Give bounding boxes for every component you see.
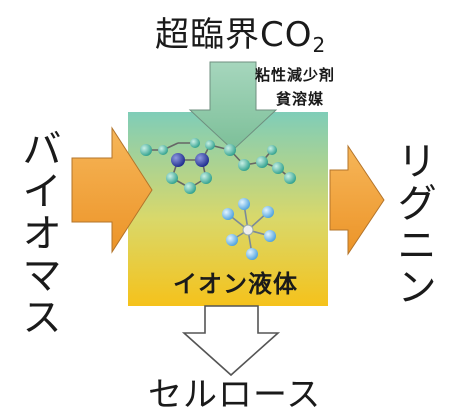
biomass-input-arrow	[71, 126, 153, 254]
ionic-liquid-label: イオン液体	[173, 270, 298, 298]
cellulose-output-arrow	[181, 305, 281, 377]
supercritical-co2-label: 超臨界CO2	[155, 15, 327, 57]
cellulose-label: セルロース	[148, 375, 322, 415]
biomass-label: バイオマス	[15, 128, 61, 338]
cation-molecule-atoms	[140, 138, 296, 194]
viscosity-reducer-label: 粘性減少剤	[255, 66, 336, 84]
poor-solvent-label: 貧溶媒	[276, 90, 325, 108]
anion-molecule-atoms	[222, 198, 276, 260]
lignin-label: リグニン	[390, 140, 436, 308]
lignin-output-arrow	[329, 144, 385, 256]
co2-input-arrow	[188, 61, 278, 151]
